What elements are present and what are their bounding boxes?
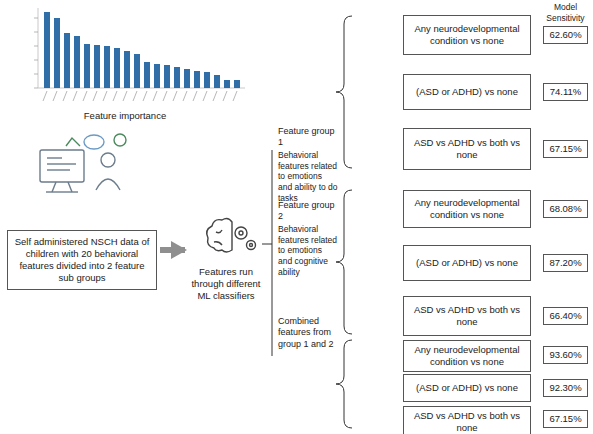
tick-mark — [113, 91, 117, 101]
bar — [54, 18, 60, 88]
tick-mark — [153, 91, 157, 101]
survey-icon — [40, 134, 126, 192]
node-text: 67.15% — [549, 143, 581, 155]
tick-mark — [213, 91, 217, 101]
brace — [336, 16, 352, 428]
bar — [204, 72, 210, 88]
axis-tick — [34, 32, 38, 33]
tick-mark — [173, 91, 177, 101]
node-text: ASD vs ADHD vs both vs none — [410, 410, 524, 434]
group-label: Behavioral features related to emotions … — [278, 150, 338, 203]
tick-mark — [233, 91, 237, 101]
node-text: (ASD or ADHD) vs none — [416, 257, 518, 269]
sensitivity-box: 67.15% — [543, 410, 588, 428]
process-box: (ASD or ADHD) vs none — [403, 245, 531, 281]
node-text: Self administered NSCH data of children … — [14, 236, 150, 284]
bar — [64, 33, 70, 88]
tick-mark — [123, 91, 127, 101]
bar — [184, 69, 190, 88]
process-box: ASD vs ADHD vs both vs none — [403, 128, 531, 170]
group-connector — [262, 150, 272, 356]
bar — [114, 48, 120, 88]
process-box: (ASD or ADHD) vs none — [403, 374, 531, 402]
sensitivity-box: 74.11% — [543, 83, 588, 101]
group-label: Feature group 1 — [278, 126, 336, 149]
node-text: 74.11% — [550, 86, 582, 98]
tick-mark — [43, 91, 47, 101]
axis-tick — [34, 18, 38, 19]
node-text: 87.20% — [549, 257, 581, 269]
sensitivity-box: 93.60% — [543, 346, 588, 364]
node-text: Any neurodevelopmental condition vs none — [410, 197, 524, 221]
process-box: ASD vs ADHD vs both vs none — [403, 296, 531, 336]
process-box: (ASD or ADHD) vs none — [403, 74, 531, 110]
tick-mark — [93, 91, 97, 101]
tick-mark — [193, 91, 197, 101]
bar — [234, 80, 240, 88]
node-text: Features run through different ML classi… — [186, 266, 266, 302]
group-label: Combined features from group 1 and 2 — [278, 316, 336, 350]
group-label: Behavioral features related to emotions … — [278, 224, 338, 277]
node-text: ASD vs ADHD vs both vs none — [410, 137, 524, 161]
tick-mark — [103, 91, 107, 101]
bar — [94, 45, 100, 88]
node-text: (ASD or ADHD) vs none — [416, 382, 518, 394]
bar — [164, 65, 170, 88]
bar — [224, 80, 230, 88]
bar — [74, 36, 80, 88]
tick-mark — [73, 91, 77, 101]
node-text: (ASD or ADHD) vs none — [416, 86, 518, 98]
brain-icon — [207, 218, 256, 252]
tick-mark — [83, 91, 87, 101]
sensitivity-box: 66.40% — [543, 307, 588, 325]
axis-tick — [34, 74, 38, 75]
tick-mark — [63, 91, 67, 101]
chart-caption: Feature importance — [70, 110, 180, 122]
tick-mark — [163, 91, 167, 101]
tick-mark — [133, 91, 137, 101]
sensitivity-box: 92.30% — [543, 379, 588, 397]
feature-importance-chart — [34, 8, 245, 101]
node-text: 67.15% — [549, 413, 581, 425]
tick-mark — [223, 91, 227, 101]
node-text: 93.60% — [549, 349, 581, 361]
sensitivity-box: 67.15% — [543, 140, 588, 158]
bar — [44, 12, 50, 88]
bar — [144, 62, 150, 88]
flow-arrow — [160, 247, 185, 253]
column-header: Model Sensitivity — [538, 2, 593, 23]
tick-mark — [183, 91, 187, 101]
node-text: ASD vs ADHD vs both vs none — [410, 304, 524, 328]
process-box: Self administered NSCH data of children … — [7, 230, 157, 290]
bar — [194, 71, 200, 88]
axis-tick — [34, 46, 38, 47]
bar — [84, 44, 90, 88]
sensitivity-box: 87.20% — [543, 254, 588, 272]
process-box: ASD vs ADHD vs both vs none — [403, 406, 531, 434]
node-text: 92.30% — [549, 382, 581, 394]
classifier-node: Features run through different ML classi… — [186, 222, 266, 304]
node-text: Any neurodevelopmental condition vs none — [410, 344, 524, 368]
tick-mark — [53, 91, 57, 101]
process-box: Any neurodevelopmental condition vs none — [403, 340, 531, 372]
bar — [214, 75, 220, 88]
node-text: 66.40% — [549, 310, 581, 322]
bar — [104, 46, 110, 88]
bar — [154, 64, 160, 88]
sensitivity-box: 68.08% — [543, 200, 588, 218]
tick-mark — [203, 91, 207, 101]
bar — [124, 51, 130, 88]
group-label: Feature group 2 — [278, 200, 336, 223]
bar — [174, 67, 180, 88]
node-text: 62.60% — [549, 29, 581, 41]
process-box: Any neurodevelopmental condition vs none — [403, 190, 531, 228]
axis-tick — [34, 88, 38, 89]
node-text: 68.08% — [549, 203, 581, 215]
bar — [134, 54, 140, 88]
tick-mark — [143, 91, 147, 101]
sensitivity-box: 62.60% — [543, 26, 588, 44]
node-text: Any neurodevelopmental condition vs none — [410, 23, 524, 47]
process-box: Any neurodevelopmental condition vs none — [403, 15, 531, 55]
axis-tick — [34, 60, 38, 61]
